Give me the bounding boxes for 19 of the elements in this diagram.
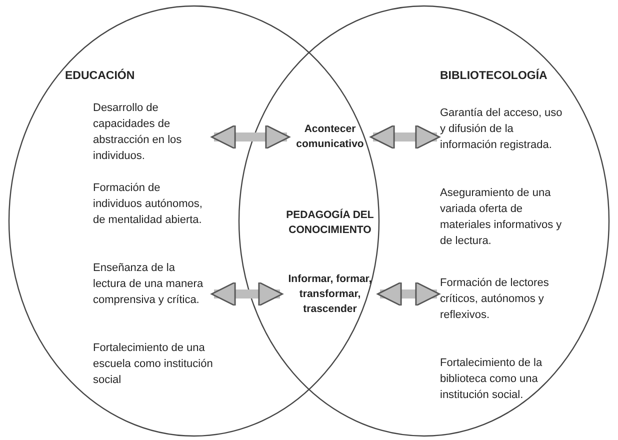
item-text: Garantía del acceso, uso y difusión de la información registrada. [440,105,568,171]
center-text: Informar, formar, transformar, trascender [283,262,377,326]
double-arrow [210,124,290,150]
item-text: Desarrollo de capacidades de abstracción en los individuos. [93,100,211,166]
center-text: Acontecer comunicativo [290,120,370,154]
item-text: Fortalecimiento de la biblioteca como una institución social. [440,355,568,405]
center-text: PEDAGOGÍA DEL CONOCIMIENTO [270,205,390,241]
venn-circle [8,5,380,437]
venn-circle [238,5,610,437]
item-text: Formación de lectores críticos, autónomos y reflexivos. [440,275,568,341]
double-arrow [370,124,440,150]
double-arrow [210,282,284,306]
circle-heading: EDUCACIÓN [65,70,135,82]
circle-heading: BIBLIOTECOLOGÍA [440,70,548,82]
item-text: Enseñanza de la lectura de una manera comprensiva y crítica. [93,260,211,326]
item-text: Fortalecimiento de una escuela como institución social [93,340,218,390]
item-text: Formación de individuos autónomos, de mentalidad abierta. [93,180,211,246]
double-arrow [376,282,440,306]
item-text: Aseguramiento de una variada oferta de materiales informativos y de lectura. [440,185,568,267]
